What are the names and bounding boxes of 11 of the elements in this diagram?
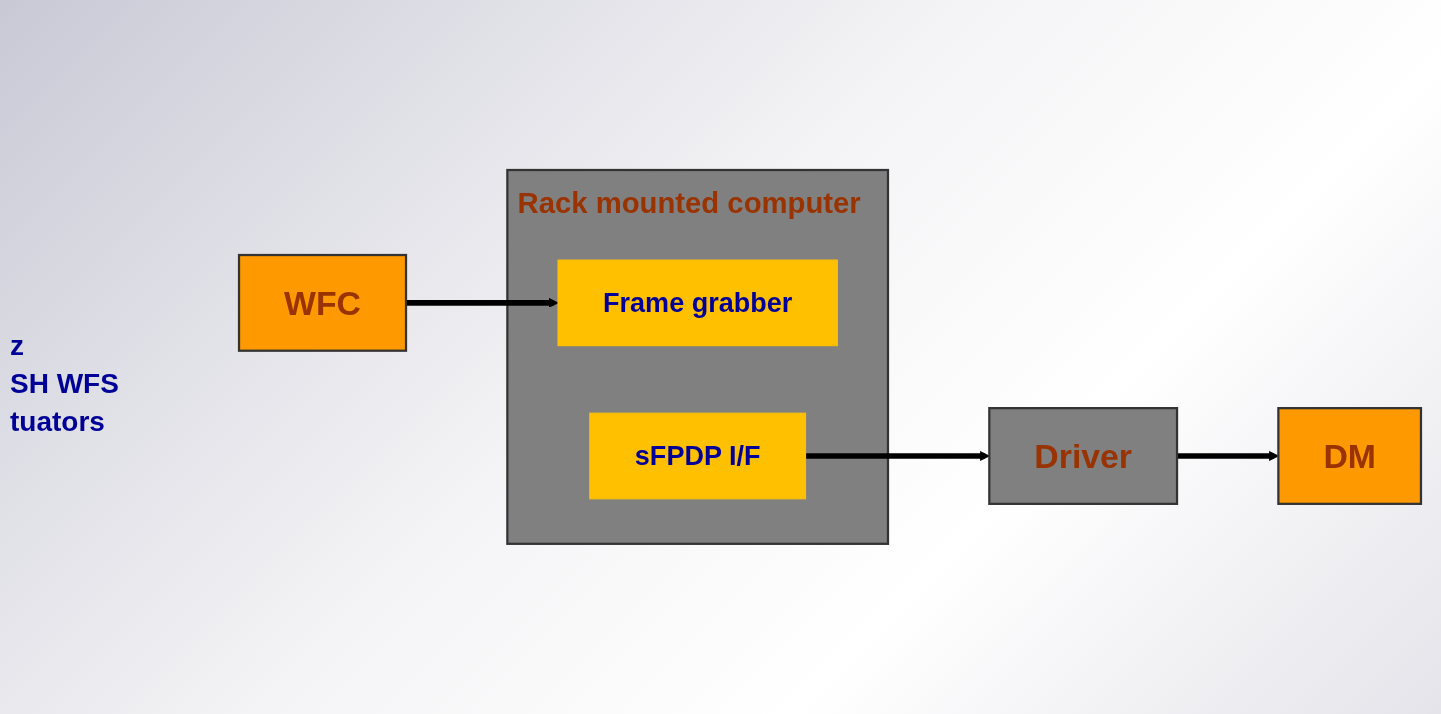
node-box: Driver: [988, 407, 1179, 506]
node-box: Frame grabber: [557, 259, 838, 347]
node-box: DM: [1277, 407, 1423, 506]
node-box: WFC: [237, 253, 408, 352]
node-box: sFPDP I/F: [589, 412, 807, 500]
note-text: tuators: [10, 406, 106, 438]
arrow: [805, 451, 990, 462]
arrow: [1177, 451, 1279, 462]
note-text: SH WFS: [10, 368, 119, 400]
arrow: [406, 298, 559, 308]
note-text: z: [10, 330, 25, 362]
